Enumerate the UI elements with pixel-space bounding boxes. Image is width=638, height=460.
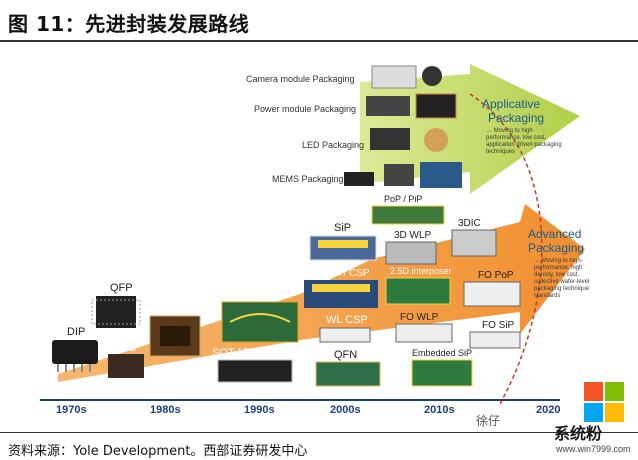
lcc-chip [108,354,144,378]
3dic-chip [451,229,497,257]
camera-module-image [371,65,442,89]
year-1970s: 1970s [56,404,87,416]
roadmap-graphic [40,64,585,405]
applicative-description: → Moving to high performance, low cost, … [486,128,562,155]
wechat-watermark: 徐仔 [476,414,501,428]
applicative-title-line2: Packaging [488,111,545,125]
label-25d-interposer: 2.5D interposer [390,266,452,276]
embedded-sip-chip [411,359,473,387]
pop-pip-chip [371,205,445,225]
led-image [370,128,448,152]
mems-image [344,162,462,188]
brand-watermark: 系统粉 [554,424,603,443]
applicative-roadmap-arrow [360,64,580,194]
category-mems: MEMS Packaging [272,174,344,184]
fc-bga-csp-chip [304,280,378,308]
year-1990s: 1990s [244,404,275,416]
label-wb-bga: WB BGA [234,290,279,302]
year-2010s: 2010s [424,404,455,416]
label-pga: PGA [168,302,192,314]
source-note: 资料来源：Yole Development。西部证券研发中心 [8,444,308,459]
label-fo-wlp: FO WLP [400,312,439,323]
label-wl-csp: WL CSP [326,314,368,326]
pga-chip [149,315,201,357]
qfn-chip [315,361,381,387]
category-camera-module: Camera module Packaging [246,74,355,84]
year-2000s: 2000s [330,404,361,416]
label-fo-pop: FO PoP [478,270,514,281]
figure-title: 图 11：先进封装发展路线 [8,12,250,36]
fo-sip-chip [469,331,521,349]
category-led: LED Packaging [302,140,365,150]
label-3dic: 3DIC [458,218,481,229]
title-divider [0,40,638,42]
wb-bga-chip [221,301,299,343]
packaging-roadmap-diagram: DIP QFP LCC PGA WB BGA SOT / TSOP SiP FC… [0,44,638,430]
qfp-chip [91,296,141,328]
label-3d-wlp: 3D WLP [394,230,432,241]
fo-wlp-chip [395,323,453,343]
footer-divider [0,432,638,433]
label-sip: SiP [334,222,352,234]
category-power-module: Power module Packaging [254,104,357,114]
advanced-title-line1: Advanced [528,227,582,241]
sot-tsop-chip [217,359,293,383]
label-pop-pip: PoP / PiP [384,194,423,204]
label-qfp: QFP [110,282,133,294]
label-fc-bga-csp: FC BGA / CSP [304,268,370,279]
brand-url: www.win7999.com [556,444,631,454]
dip-chip [52,340,98,372]
label-lcc: LCC [114,342,137,354]
sip-chip [309,235,377,261]
wl-csp-chip [319,327,371,343]
label-fo-sip: FO SiP [482,320,515,331]
timeline-boundary-arc [469,93,543,405]
label-sot-tsop: SOT / TSOP [212,347,274,359]
label-qfn: QFN [334,349,358,361]
fo-pop-chip [463,281,521,307]
windows-logo-icon [584,382,624,422]
header: 图 11：先进封装发展路线 [0,0,638,40]
power-module-image [366,93,457,119]
year-2020: 2020 [536,404,561,416]
label-embedded-sip: Embedded SiP [412,348,473,358]
wlp-3d-chip [385,241,437,265]
advanced-description: → Moving to high-performance, high densi… [534,258,590,299]
applicative-title-line1: Applicative [482,97,541,111]
interposer-25d-chip [385,277,451,305]
label-dip: DIP [67,326,86,338]
advanced-title-line2: Packaging [528,241,585,255]
year-1980s: 1980s [150,404,181,416]
